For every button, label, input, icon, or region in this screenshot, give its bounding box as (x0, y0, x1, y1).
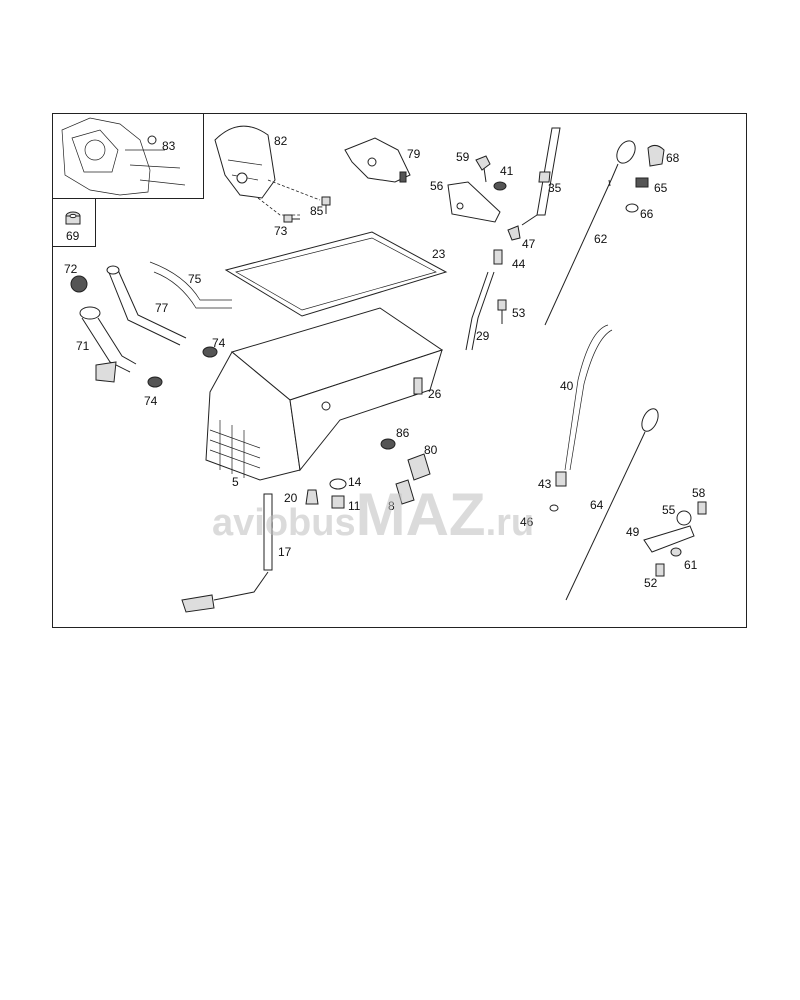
callout-55: 55 (662, 503, 676, 517)
callout-68: 68 (666, 151, 680, 165)
watermark-text: aviobusMAZ.ru (212, 481, 535, 548)
clamp-74-upper (202, 346, 218, 358)
bolt-59 (475, 155, 491, 183)
inset-engine-view (52, 113, 204, 199)
callout-17: 17 (278, 545, 292, 559)
callout-41: 41 (500, 164, 514, 178)
callout-61: 61 (684, 558, 698, 572)
callout-71: 71 (76, 339, 90, 353)
bolt-85 (321, 196, 331, 214)
part-69-bushing (65, 211, 81, 225)
callout-86: 86 (396, 426, 410, 440)
seal-ring-14 (329, 478, 347, 490)
clamp-74-lower (147, 376, 163, 388)
callout-53: 53 (512, 306, 526, 320)
callout-44: 44 (512, 257, 526, 271)
callout-69: 69 (66, 229, 80, 243)
callout-74a: 74 (212, 336, 226, 350)
part-82-bracket (214, 125, 321, 216)
ring-46 (549, 504, 559, 512)
bracket-56 (447, 181, 501, 223)
callout-79: 79 (407, 147, 421, 161)
callout-83: 83 (162, 139, 176, 153)
plug-41 (493, 181, 507, 191)
oil-pan-5 (205, 307, 444, 481)
screw-20 (305, 489, 319, 505)
fitting-43 (555, 471, 567, 487)
callout-73: 73 (274, 224, 288, 238)
tube-29 (465, 271, 495, 351)
callout-40: 40 (560, 379, 574, 393)
diagram-frame (52, 113, 747, 628)
callout-64: 64 (590, 498, 604, 512)
callout-29: 29 (476, 329, 490, 343)
callout-77: 77 (155, 301, 169, 315)
callout-11: 11 (348, 499, 361, 513)
inset-part-69-box (52, 199, 96, 247)
callout-62: 62 (594, 232, 608, 246)
pipe-77 (106, 265, 187, 346)
oil-sensor-17 (181, 493, 273, 613)
fitting-47 (507, 225, 521, 241)
callout-72: 72 (64, 262, 78, 276)
dipstick-tube-35 (521, 127, 561, 226)
callout-80: 80 (424, 443, 438, 457)
bolt-58 (697, 501, 707, 515)
callout-75: 75 (188, 272, 202, 286)
nipple-44 (493, 249, 503, 265)
callout-23: 23 (432, 247, 446, 261)
callout-46: 46 (520, 515, 534, 529)
callout-35: 35 (548, 181, 562, 195)
part-79-plate (344, 137, 411, 183)
sleeve-8 (395, 479, 415, 505)
engine-block-sketch (61, 117, 186, 196)
seal-65 (635, 177, 649, 188)
bolt-52 (655, 563, 665, 577)
callout-52: 52 (644, 576, 658, 590)
callout-58: 58 (692, 486, 706, 500)
callout-65: 65 (654, 181, 668, 195)
clip-55 (676, 510, 692, 526)
dipstick-64 (565, 408, 659, 601)
bolt-73 (283, 214, 300, 223)
nut-61 (670, 547, 682, 557)
cap-72 (70, 275, 88, 293)
callout-26: 26 (428, 387, 442, 401)
washer-66 (625, 203, 639, 213)
callout-47: 47 (522, 237, 536, 251)
callout-14: 14 (348, 475, 362, 489)
callout-49: 49 (626, 525, 640, 539)
callout-56: 56 (430, 179, 444, 193)
guide-tube-40 (564, 324, 613, 471)
gasket-23 (224, 231, 448, 317)
callout-20: 20 (284, 491, 298, 505)
bracket-49 (643, 525, 695, 553)
callout-74b: 74 (144, 394, 158, 408)
callout-82: 82 (274, 134, 288, 148)
callout-5: 5 (232, 475, 239, 489)
callout-59: 59 (456, 150, 470, 164)
cap-68 (647, 144, 665, 167)
callout-43: 43 (538, 477, 552, 491)
dipstick-62 (544, 140, 636, 326)
drain-plug-11 (331, 495, 345, 509)
callout-66: 66 (640, 207, 654, 221)
bolt-26 (413, 377, 423, 395)
callout-8: 8 (388, 499, 395, 513)
filler-neck-71 (79, 306, 137, 383)
callout-85: 85 (310, 204, 324, 218)
clamp-86 (380, 438, 396, 450)
hose-75 (149, 261, 232, 309)
bolt-53 (497, 299, 507, 324)
filter-80 (407, 453, 431, 481)
